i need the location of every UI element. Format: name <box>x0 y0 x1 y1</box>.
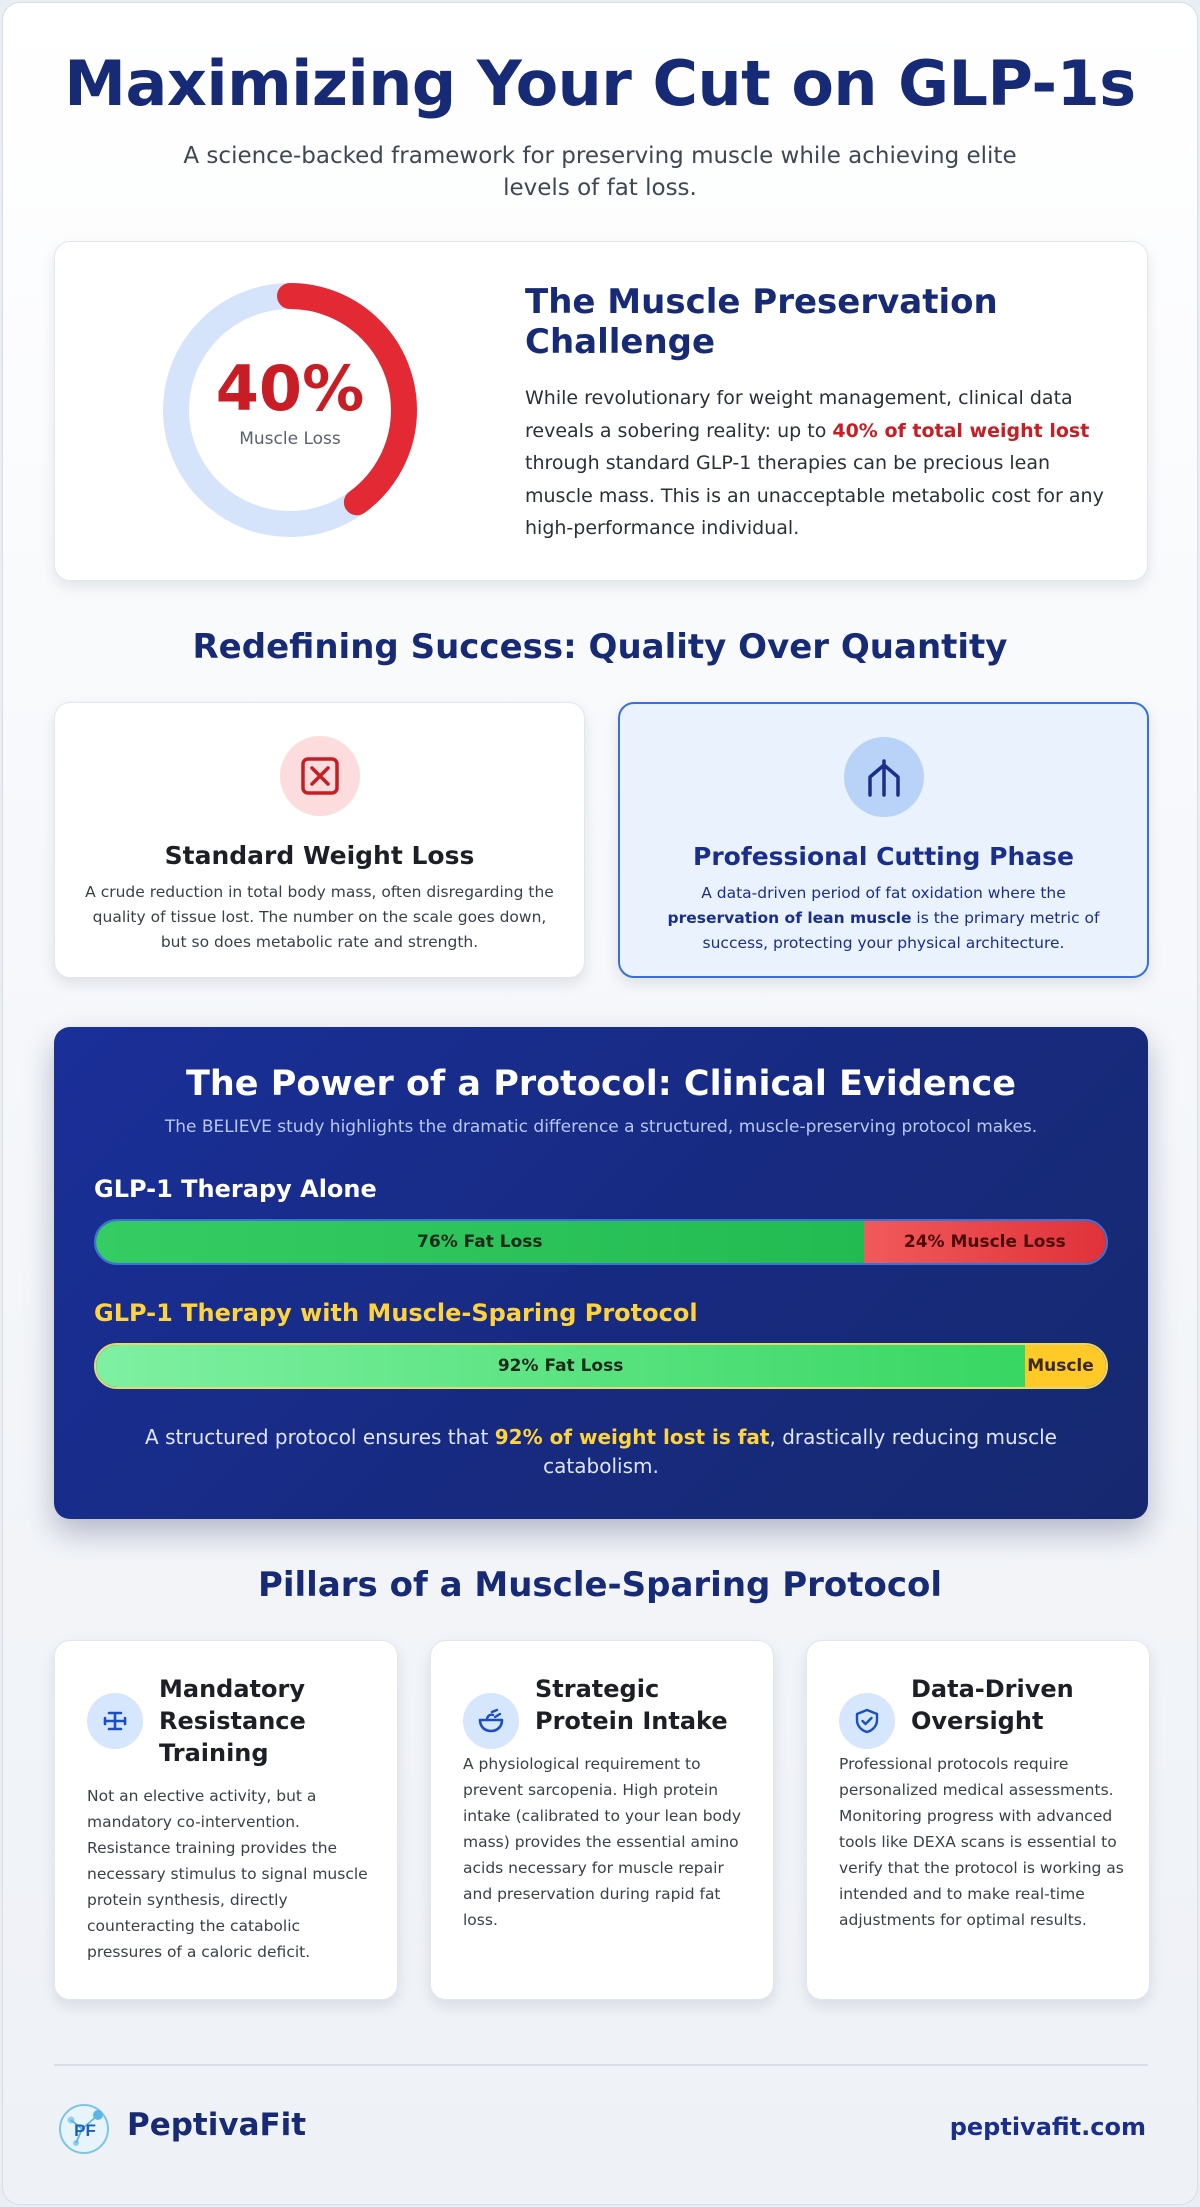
bar-segment-fat: 92% Fat Loss <box>96 1345 1026 1387</box>
bar-label-protocol: GLP-1 Therapy with Muscle-Sparing Protoc… <box>94 1299 698 1327</box>
pillar-icon-circle <box>463 1693 519 1749</box>
evidence-note: A structured protocol ensures that 92% o… <box>134 1423 1068 1481</box>
pillar-body: Not an elective activity, but a mandator… <box>87 1787 368 1961</box>
professional-title: Professional Cutting Phase <box>693 842 1074 871</box>
bar-glp1-alone: 76% Fat Loss 24% Muscle Loss <box>94 1219 1108 1265</box>
donut-center: 40% Muscle Loss <box>160 280 420 540</box>
evidence-title: The Power of a Protocol: Clinical Eviden… <box>186 1064 1016 1104</box>
pillar-icon-circle <box>87 1693 143 1749</box>
standard-weight-loss-card: Standard Weight Loss A crude reduction i… <box>54 702 585 978</box>
professional-body-end: is the primary metric of success, protec… <box>702 909 1100 952</box>
muscle-challenge-card: 40% Muscle Loss The Muscle Preservation … <box>54 241 1148 581</box>
dumbbell-icon <box>103 1711 127 1731</box>
standard-body: A crude reduction in total body mass, of… <box>85 883 554 951</box>
footer-divider <box>54 2064 1148 2066</box>
bar-segment-muscle: Muscle <box>1025 1345 1106 1387</box>
bar-segment-fat: 76% Fat Loss <box>96 1221 864 1263</box>
donut-chart-icon <box>163 283 417 537</box>
bar-glp1-protocol: 92% Fat Loss Muscle <box>94 1343 1108 1389</box>
challenge-body-start: While revolutionary for weight managemen… <box>525 387 1073 442</box>
professional-body-start: A data-driven period of fat oxidation wh… <box>701 884 1066 902</box>
evidence-subtitle: The BELIEVE study highlights the dramati… <box>164 1117 1038 1137</box>
challenge-text: The Muscle Preservation Challenge While … <box>525 282 1115 545</box>
challenge-body: While revolutionary for weight managemen… <box>525 382 1115 545</box>
standard-icon-circle <box>279 736 360 816</box>
pillar-icon-circle <box>839 1693 895 1749</box>
pillar-body: Professional protocols require personali… <box>839 1755 1124 1929</box>
donut-value: 40% <box>215 352 365 425</box>
clinical-evidence-panel: The Power of a Protocol: Clinical Eviden… <box>54 1027 1148 1519</box>
standard-title: Standard Weight Loss <box>164 841 475 870</box>
pillars-section-title: Pillars of a Muscle-Sparing Protocol <box>257 1565 943 1605</box>
professional-icon-circle <box>843 737 924 817</box>
evidence-note-end: , drastically reducing muscle catabolism… <box>543 1425 1057 1478</box>
redefining-section-title: Redefining Success: Quality Over Quantit… <box>192 627 1008 667</box>
bar-segment-muscle: 24% Muscle Loss <box>863 1221 1106 1263</box>
donut-label: Muscle Loss <box>239 429 341 449</box>
pillar-title: Strategic Protein Intake <box>535 1675 728 1735</box>
bar-label-alone: GLP-1 Therapy Alone <box>94 1175 377 1203</box>
architecture-icon <box>867 759 900 797</box>
page-subtitle: A science-backed framework for preservin… <box>183 143 1017 201</box>
challenge-title: The Muscle Preservation Challenge <box>525 282 998 362</box>
header: Maximizing Your Cut on GLP-1s A science-… <box>3 47 1197 204</box>
peptivafit-logo-icon: PF <box>59 2104 109 2154</box>
professional-body-highlight: preservation of lean muscle <box>667 909 912 927</box>
page-title: Maximizing Your Cut on GLP-1s <box>64 47 1136 120</box>
pillar-resistance-training: Mandatory Resistance Training Not an ele… <box>54 1640 398 2000</box>
footer-brand: PeptivaFit <box>127 2107 307 2143</box>
pillar-title: Mandatory Resistance Training <box>159 1675 306 1767</box>
challenge-body-end: through standard GLP-1 therapies can be … <box>525 452 1104 539</box>
pillar-body: A physiological requirement to prevent s… <box>463 1755 742 1929</box>
pillar-protein-intake: Strategic Protein Intake A physiological… <box>430 1640 774 2000</box>
pillar-title: Data-Driven Oversight <box>911 1675 1074 1735</box>
donut-arc <box>163 283 417 537</box>
footer-url-link[interactable]: peptivafit.com <box>949 2113 1146 2141</box>
professional-cutting-card: Professional Cutting Phase A data-driven… <box>618 702 1149 978</box>
challenge-body-highlight: 40% of total weight lost <box>832 419 1090 442</box>
pillar-data-driven-oversight: Data-Driven Oversight Professional proto… <box>806 1640 1150 2000</box>
muscle-loss-donut: 40% Muscle Loss <box>160 280 420 540</box>
x-square-icon <box>300 757 339 795</box>
professional-body: A data-driven period of fat oxidation wh… <box>649 881 1119 956</box>
shield-check-icon <box>855 1708 879 1734</box>
evidence-note-start: A structured protocol ensures that <box>145 1425 495 1449</box>
bowl-icon <box>478 1708 504 1733</box>
logo-text: PF <box>74 2121 96 2140</box>
evidence-note-highlight: 92% of weight lost is fat <box>494 1425 770 1449</box>
